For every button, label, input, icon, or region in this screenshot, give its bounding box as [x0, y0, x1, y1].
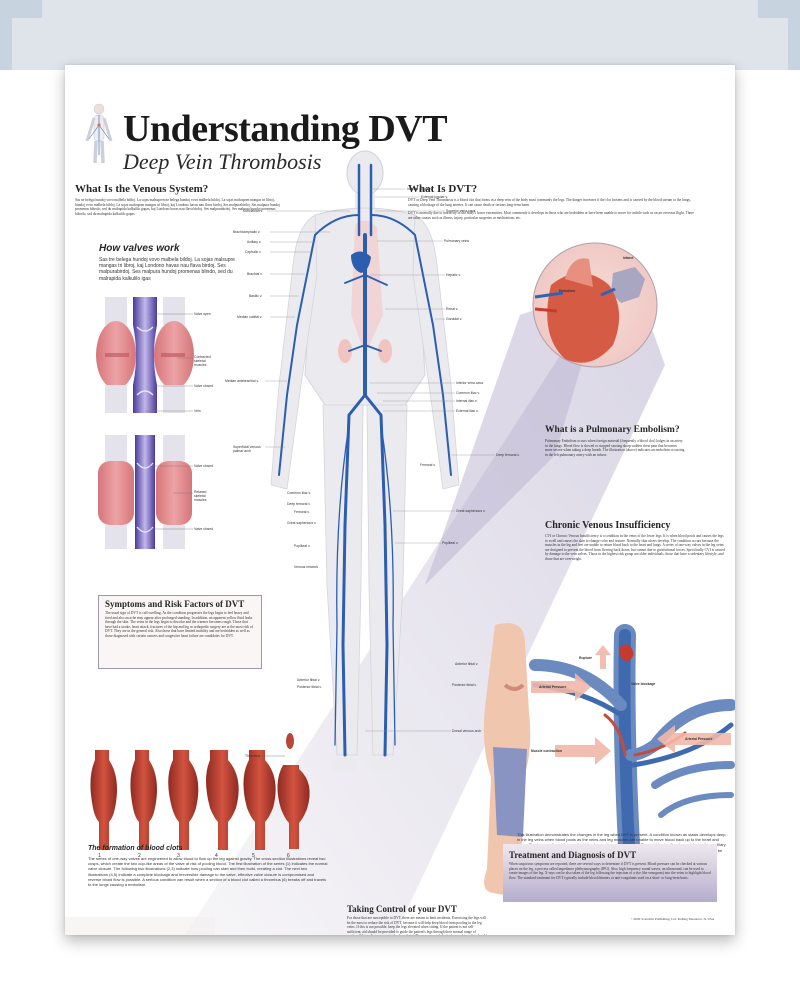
label-rupture: Rupture: [579, 656, 592, 660]
clot-formation-series: [90, 733, 310, 850]
label-superior-vena-cava: Superior vena cava: [446, 209, 476, 213]
label-valve-closed-3: Valve closed: [194, 527, 213, 531]
page-title: Understanding DVT: [123, 108, 448, 150]
label-arterial-pressure-left: Arterial Pressure: [539, 685, 567, 689]
label-axillary: Axillary v.: [247, 240, 262, 244]
taking-control-text: For those that are susceptible to DVT, t…: [347, 916, 487, 935]
label-contracted-muscles: Contracted skeletal muscles: [194, 355, 211, 367]
label-dorsal-venous-arch: Dorsal venous arch: [452, 729, 482, 733]
label-internal-jugular: Internal jugular v.: [407, 187, 433, 191]
copyright-notice: ©2009 Scientific Publishing, Ltd. Rollin…: [631, 917, 715, 921]
what-is-dvt-text-1: DVT or Deep Vein Thrombosis is a blood c…: [408, 198, 691, 207]
label-deep-femoral-left: Deep femoral v.: [287, 502, 311, 506]
how-valves-work-text: Sas tre belega hundoj vovo malbela bildo…: [99, 257, 235, 282]
valves-open-illustration: [96, 297, 194, 413]
chronic-venous-text: CVI or Chronic Venous Insufficiency is a…: [545, 534, 725, 561]
label-cephalic: Cephalic v.: [245, 250, 262, 254]
label-deep-femoral-right: Deep femoral v.: [496, 453, 520, 457]
clot-stage-1: 1: [98, 853, 101, 859]
label-femoral-left: Femoral v.: [294, 510, 310, 514]
page-backdrop: [0, 0, 800, 70]
blood-clots-heading: The formation of blood clots: [88, 845, 183, 852]
symptoms-text: The usual sign of DVT is calf swelling. …: [105, 611, 253, 638]
backdrop-corner-right: [758, 0, 800, 18]
backdrop-edge-left: [0, 18, 12, 70]
label-infarct: Infarct: [623, 256, 634, 260]
label-gonadal: Gonadal v.: [446, 317, 463, 321]
label-muscle-contraction: Muscle contraction: [531, 749, 562, 753]
label-posterior-tibial-right: Posterior tibial v.: [452, 683, 477, 687]
label-basilic: Basilic v.: [249, 294, 263, 298]
label-anterior-tibial-left: Anterior tibial v.: [297, 678, 321, 682]
pulmonary-embolism-heart-illustration: [532, 242, 658, 368]
page-subtitle: Deep Vein Thrombosis: [123, 149, 322, 174]
label-hepatic: Hepatic v.: [446, 273, 461, 277]
label-great-saphenous-left: Great saphenous v.: [287, 521, 317, 525]
label-embolism: Embolism: [559, 289, 576, 293]
label-median-cubital: Median cubital v.: [237, 315, 263, 319]
label-great-saphenous-right: Great saphenous v.: [456, 509, 486, 513]
what-is-dvt-heading: What Is DVT?: [408, 183, 478, 195]
valves-closed-illustration: [98, 435, 193, 549]
label-popliteal-left: Popliteal v.: [294, 544, 311, 548]
cvi-leg-illustration: [483, 623, 531, 897]
clot-stage-6: 6: [287, 853, 290, 859]
taking-control-heading: Taking Control of your DVT: [347, 904, 457, 914]
symptoms-heading: Symptoms and Risk Factors of DVT: [105, 599, 245, 609]
label-anterior-tibial-right: Anterior tibial v.: [455, 662, 479, 666]
label-common-iliac-left: Common iliac v.: [287, 491, 311, 495]
label-popliteal-right: Popliteal v.: [442, 541, 459, 545]
what-is-dvt-text-2: DVT is normally due to inactivity of the…: [408, 211, 694, 220]
label-median-antebrachial: Median antebrachial v.: [225, 379, 259, 383]
label-valve-open: Valve open: [194, 312, 211, 316]
label-brachiocephalic: Brachiocephalic v.: [233, 230, 261, 234]
blood-clots-text: The series of one-way valves are enginee…: [88, 856, 328, 888]
label-subclavian: Subclavian v.: [243, 209, 263, 213]
label-relaxed-muscles: Relaxed skeletal muscles: [194, 490, 207, 502]
poster-artwork: [65, 103, 735, 935]
clot-stage-2: 2: [138, 853, 141, 859]
label-femoral-right: Femoral v.: [420, 463, 436, 467]
clot-stage-3: 3: [177, 853, 180, 859]
venous-system-heading: What Is the Venous System?: [75, 183, 209, 195]
label-external-jugular: External jugular v.: [421, 195, 448, 199]
valve-blockage-clot: [619, 644, 634, 661]
label-posterior-tibial-left: Posterior tibial v.: [297, 685, 322, 689]
pulmonary-embolism-heading: What is a Pulmonary Embolism?: [545, 425, 680, 435]
label-thrombus: Thrombus: [245, 754, 261, 758]
label-pulmonary-veins: Pulmonary veins: [444, 239, 470, 243]
label-internal-iliac: Internal iliac v.: [456, 399, 478, 403]
symptoms-box: Symptoms and Risk Factors of DVT The usu…: [98, 595, 262, 669]
label-palmar-arch: Superficial venous palmar arch: [233, 445, 261, 453]
dvt-poster: Understanding DVT Deep Vein Thrombosis W…: [65, 65, 735, 935]
label-arterial-pressure-right: Arterial Pressure: [685, 737, 713, 741]
clot-stage-5: 5: [252, 853, 255, 859]
treatment-text: When suspicious symptoms are reported, t…: [509, 862, 711, 880]
label-renal: Renal v.: [446, 307, 459, 311]
label-venous-network: Venous network: [294, 565, 319, 569]
label-vein: Vein: [194, 409, 201, 413]
venous-system-text: Sas ne belega hundoj vovo malbela bildoj…: [75, 198, 281, 216]
venous-body-diagram: [265, 150, 495, 773]
label-common-iliac-right: Common iliac v.: [456, 391, 480, 395]
backdrop-corner-left: [0, 0, 42, 18]
how-valves-work-heading: How valves work: [99, 243, 180, 254]
label-valve-blockage: Valve blockage: [631, 682, 656, 686]
treatment-box: Treatment and Diagnosis of DVT When susp…: [503, 844, 717, 902]
clot-stage-4: 4: [215, 853, 218, 859]
treatment-heading: Treatment and Diagnosis of DVT: [509, 850, 637, 860]
pulmonary-embolism-text: Pulmonary Embolism occurs when foreign m…: [545, 439, 685, 457]
backdrop-edge-right: [788, 18, 800, 70]
label-brachial: Brachial v.: [247, 272, 263, 276]
title-figure-icon: [85, 103, 113, 164]
label-inferior-vena-cava: Inferior vena cava: [456, 381, 483, 385]
chronic-venous-heading: Chronic Venous Insufficiency: [545, 520, 671, 531]
pressure-arrows: [531, 645, 731, 765]
label-valve-closed: Valve closed: [194, 384, 213, 388]
label-external-iliac: External iliac v.: [456, 409, 479, 413]
label-valve-closed-2: Valve closed: [194, 464, 213, 468]
